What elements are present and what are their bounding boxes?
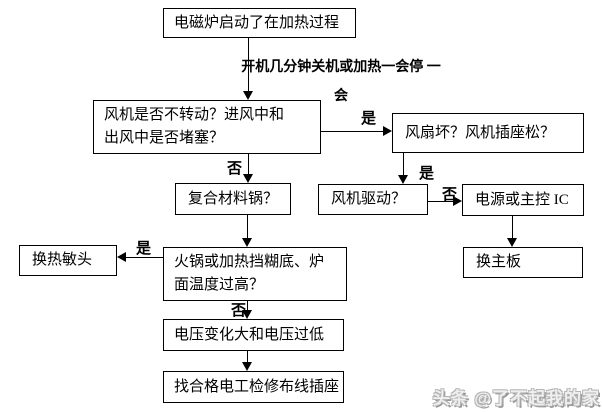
arrow-fan-check-to-pot-head [243,174,253,183]
node-fan-check-line1: 风机是否不转动？进风中和 [104,107,285,123]
node-power-ic-text: 电源或主控 IC [475,191,569,208]
node-sensor: 换热敏头 [19,245,117,276]
label-yes-fan-drive: 是 [419,166,435,182]
arrow-hotpot-to-voltage-line [247,301,248,311]
arrow-voltage-to-electrician-head [242,362,252,371]
node-voltage: 电压变化大和电压过低 [163,319,344,351]
node-pot-text: 复合材料锅？ [188,190,279,207]
arrow-pot-to-hotpot-head [242,238,252,247]
node-power-ic: 电源或主控 IC [462,184,584,216]
arrow-hotpot-to-sensor-head [117,252,126,262]
node-mainboard: 换主板 [463,247,583,278]
node-mainboard-text: 换主板 [476,254,522,270]
node-start: 电磁炉启动了在加热过程 [163,8,356,38]
symptom-label: 开机几分钟关机或加热一会停 一会 [236,53,446,111]
arrow-power-ic-to-mainboard-line [512,216,513,239]
arrow-fan-broken-to-fan-drive-head [398,175,408,184]
arrow-hotpot-to-voltage-head [242,310,252,319]
arrow-start-to-fan-check-head [243,91,253,100]
arrow-fan-check-to-fan-broken-line [320,131,384,132]
symptom-label-line2: 一会 [334,60,441,104]
node-electrician-text: 找合格电工检修布线插座 [174,378,340,395]
arrow-fan-check-to-pot-line [248,153,249,175]
arrow-pot-to-hotpot-line [247,215,248,239]
node-fan-broken-text: 风扇坏？风机插座松？ [405,124,556,141]
arrow-fan-broken-to-fan-drive-line [403,153,404,176]
node-hotpot-line1: 火锅或加热挡糊底、炉 [174,254,325,270]
node-hotpot-line2: 面温度过高？ [174,277,265,293]
node-electrician: 找合格电工检修布线插座 [163,371,344,403]
symptom-label-line1: 开机几分钟关机或加热一会停 [241,60,424,75]
node-fan-drive: 风机驱动？ [318,184,428,215]
label-yes-fan-broken: 是 [361,111,377,127]
node-hotpot: 火锅或加热挡糊底、炉 面温度过高？ [163,247,347,301]
arrow-fan-drive-to-power-ic-line [428,201,454,202]
label-no-pot: 否 [227,161,243,177]
arrow-power-ic-to-mainboard-head [507,238,517,247]
watermark: 头条 @了不起我的家 [432,389,600,408]
arrow-fan-check-to-fan-broken-head [383,126,392,136]
arrow-fan-drive-to-power-ic-head [453,196,462,206]
node-fan-broken: 风扇坏？风机插座松？ [392,113,584,153]
arrow-voltage-to-electrician-line [247,351,248,363]
node-fan-check-line2: 出风中是否堵塞？ [104,130,225,146]
node-start-text: 电磁炉启动了在加热过程 [174,14,340,31]
node-voltage-text: 电压变化大和电压过低 [174,326,325,343]
node-fan-drive-text: 风机驱动？ [331,191,407,207]
node-pot: 复合材料锅？ [175,183,291,215]
node-fan-check: 风机是否不转动？进风中和 出风中是否堵塞？ [93,100,321,154]
label-yes-sensor: 是 [136,241,152,257]
arrow-start-to-fan-check-line [248,38,249,92]
arrow-hotpot-to-sensor-line [125,257,163,258]
node-sensor-text: 换热敏头 [32,252,93,268]
